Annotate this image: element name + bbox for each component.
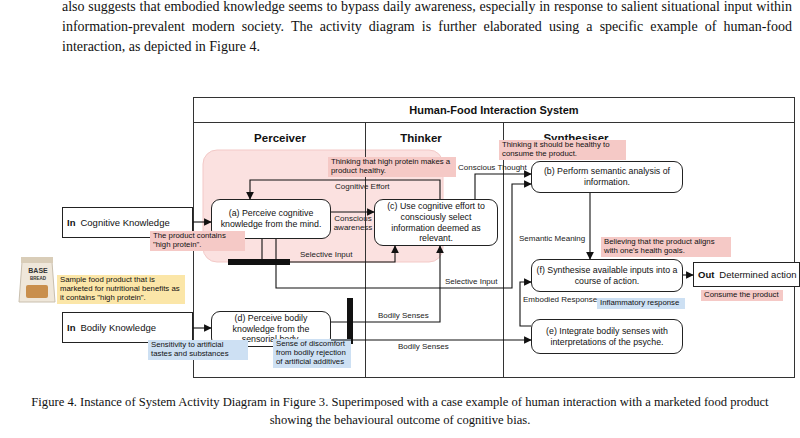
fork-bar (228, 259, 290, 265)
package-text: BASE (21, 267, 55, 274)
note-text: The product contains "high protein". (153, 232, 242, 250)
annotation-note: Sample food product that is marketed for… (57, 275, 185, 304)
system-frame: Human-Food Interaction SystemPerceiver (a… (193, 97, 795, 378)
edge-label: Selective Input (445, 277, 497, 286)
activity-text: (b) Perform semantic analysis of informa… (536, 166, 678, 187)
pin-name: Determined action (719, 269, 796, 280)
activity-text: (e) Integrate bodily senses with interpr… (536, 326, 678, 347)
edge-label: Bodily Senses (378, 311, 429, 320)
pin-name: Cognitive Knowledge (80, 217, 169, 228)
io-pin-box: Out Determined action (693, 262, 800, 287)
pin-name: Bodily Knowledge (80, 322, 156, 333)
connector (193, 327, 211, 328)
pin-keyword: Out (698, 269, 714, 280)
annotation-note: Sensitivity to artificial tastes and sub… (148, 340, 248, 360)
annotation-note: Inflammatory response (597, 298, 685, 309)
edge-label: Conscious awareness (333, 214, 373, 232)
fork-bar (347, 298, 353, 344)
note-text: Believing that the product aligns with o… (604, 238, 728, 256)
note-text: Sample food product that is marketed for… (60, 276, 182, 303)
pin-keyword: In (67, 217, 75, 228)
activity-box: (c) Use cognitive effort to consciously … (374, 199, 498, 246)
activity-box: (b) Perform semantic analysis of informa… (531, 161, 683, 193)
food-package (19, 262, 55, 302)
activity-text: (c) Use cognitive effort to consciously … (379, 201, 493, 243)
edge-label: Semantic Meaning (519, 234, 585, 243)
connector (589, 193, 590, 259)
edge-label: Selective Input (300, 250, 352, 259)
activity-text: (a) Perceive cognitive knowledge from th… (216, 208, 326, 229)
annotation-note: Thinking that high protein makes a produ… (328, 157, 456, 177)
figure-caption: Figure 4. Instance of System Activity Di… (30, 393, 770, 429)
note-text: Inflammatory response (600, 299, 682, 308)
edge-label: Embodied Response (523, 295, 597, 304)
body-text: also suggests that embodied knowledge se… (62, 0, 792, 57)
connector (250, 180, 440, 199)
annotation-note: The product contains "high protein". (150, 231, 245, 251)
edge-label: Bodily Senses (398, 342, 449, 351)
swimlane: Synthesiser(b) Perform semantic analysis… (504, 123, 796, 377)
connector (193, 221, 211, 222)
note-text: Sensitivity to artificial tastes and sub… (151, 341, 245, 359)
connector (475, 174, 531, 199)
note-text: Consume the product (704, 291, 780, 300)
annotation-note: Believing that the product aligns with o… (601, 237, 731, 257)
frame-title: Human-Food Interaction System (194, 98, 794, 123)
io-pin-box: In Bodily Knowledge (62, 312, 193, 343)
annotation-note: Thinking it should be healthy to consume… (499, 140, 626, 160)
edge-label: Conscious Thought (458, 163, 527, 172)
note-text: Thinking that high protein makes a produ… (331, 158, 453, 176)
annotation-note: Sense of discomfort from bodily rejectio… (273, 339, 351, 368)
connector (331, 339, 531, 340)
activity-text: (f) Synthesise available inputs into a c… (536, 265, 678, 286)
pin-keyword: In (67, 322, 75, 333)
note-text: Sense of discomfort from bodily rejectio… (276, 340, 348, 367)
package-text: BREAD (21, 277, 55, 282)
note-text: Thinking it should be healthy to consume… (502, 141, 623, 159)
connector (276, 184, 531, 288)
connector (331, 211, 374, 212)
activity-box: (e) Integrate bodily senses with interpr… (531, 319, 683, 354)
lane-title: Perceiver (194, 132, 366, 144)
connector (683, 274, 693, 275)
connector (262, 239, 395, 262)
lane-title: Thinker (366, 132, 476, 144)
package-seal (21, 257, 53, 263)
bread-window (26, 285, 48, 298)
edge-label: Cognitive Effort (335, 182, 390, 191)
activity-box: (f) Synthesise available inputs into a c… (531, 259, 683, 292)
annotation-note: Consume the product (701, 290, 783, 301)
